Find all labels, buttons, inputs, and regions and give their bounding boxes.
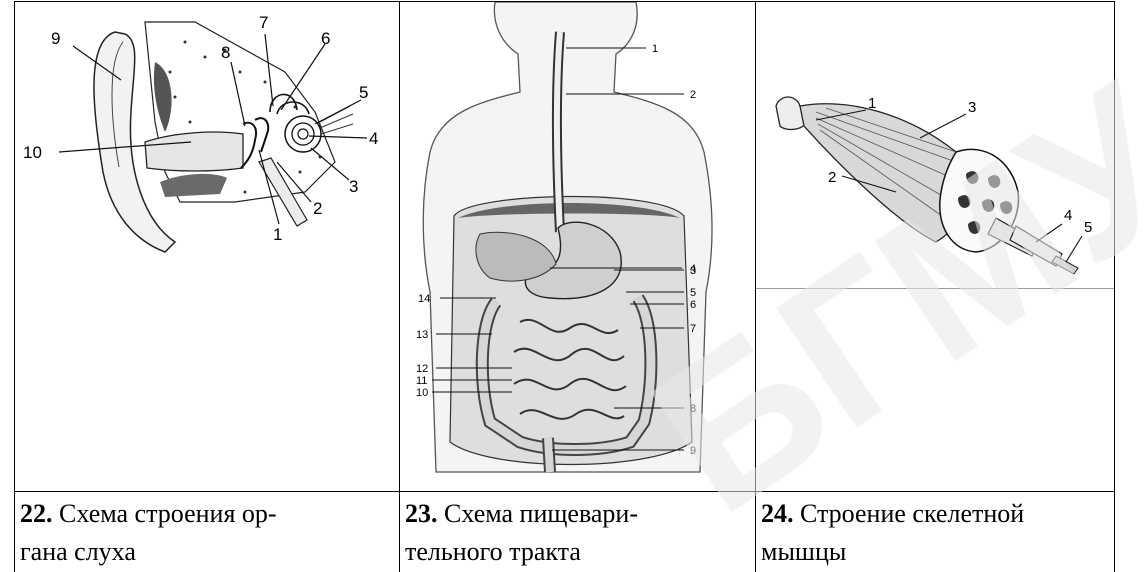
ear-label-7: 7 xyxy=(259,13,268,32)
figure-caption-22: 22. Схема строения ор- гана слуха xyxy=(15,492,399,571)
digestive-label-5: 5 xyxy=(690,287,696,299)
digestive-figure-cell: 1 2 3 4 5 6 7 8 9 14 13 12 11 10 xyxy=(400,2,756,492)
figure-number-23: 23. xyxy=(405,499,438,528)
caption-cell-22: 22. Схема строения ор- гана слуха xyxy=(15,492,400,572)
digestive-label-13: 13 xyxy=(416,329,428,341)
muscle-label-3: 3 xyxy=(968,99,976,116)
caption-cell-24: 24. Строение скелетной мышцы xyxy=(756,492,1115,572)
figure-caption-23: 23. Схема пищевари- тельного тракта xyxy=(400,492,755,571)
ear-label-3: 3 xyxy=(349,177,358,196)
ear-label-2: 2 xyxy=(313,199,322,218)
cell-divider-line xyxy=(756,288,1114,289)
muscle-diagram: 1 3 2 4 5 xyxy=(756,2,1114,288)
ear-label-4: 4 xyxy=(369,129,378,148)
ear-label-8: 8 xyxy=(221,43,230,62)
figure-number-24: 24. xyxy=(761,499,794,528)
digestive-label-9: 9 xyxy=(690,445,696,457)
caption-22-line2: гана слуха xyxy=(20,537,136,566)
muscle-label-5: 5 xyxy=(1084,219,1092,236)
muscle-label-4: 4 xyxy=(1064,207,1072,224)
muscle-label-2: 2 xyxy=(828,169,836,186)
caption-cell-23: 23. Схема пищевари- тельного тракта xyxy=(400,492,756,572)
digestive-label-10: 10 xyxy=(416,387,428,399)
figure-number-22: 22. xyxy=(20,499,53,528)
figure-caption-24: 24. Строение скелетной мышцы xyxy=(756,492,1114,571)
digestive-label-12: 12 xyxy=(416,363,428,375)
digestive-label-1: 1 xyxy=(652,43,658,55)
digestive-label-6: 6 xyxy=(690,299,696,311)
digestive-label-11: 11 xyxy=(416,375,427,387)
muscle-label-1: 1 xyxy=(868,95,876,112)
digestive-label-8: 8 xyxy=(690,403,696,415)
ear-diagram: 9 10 8 7 6 5 4 3 2 1 xyxy=(15,2,399,486)
muscle-figure-cell: 1 3 2 4 5 xyxy=(756,2,1115,492)
captions-row: 22. Схема строения ор- гана слуха 23. Сх… xyxy=(15,492,1115,572)
figures-row: 9 10 8 7 6 5 4 3 2 1 xyxy=(15,2,1115,492)
ear-figure-cell: 9 10 8 7 6 5 4 3 2 1 xyxy=(15,2,400,492)
caption-23-line1: Схема пищевари- xyxy=(444,499,638,528)
digestive-label-2: 2 xyxy=(690,89,696,101)
digestive-label-4: 4 xyxy=(690,263,696,275)
ear-label-9: 9 xyxy=(51,29,60,48)
caption-24-line1: Строение скелетной xyxy=(800,499,1024,528)
digestive-label-14: 14 xyxy=(418,293,430,305)
caption-24-line2: мышцы xyxy=(761,537,846,566)
ear-label-10: 10 xyxy=(23,143,42,162)
caption-22-line1: Схема строения ор- xyxy=(59,499,277,528)
digestive-diagram: 1 2 3 4 5 6 7 8 9 14 13 12 11 10 xyxy=(400,2,755,486)
ear-label-5: 5 xyxy=(359,83,368,102)
ear-label-6: 6 xyxy=(321,29,330,48)
caption-23-line2: тельного тракта xyxy=(405,537,581,566)
digestive-label-7: 7 xyxy=(690,323,696,335)
figures-table: 9 10 8 7 6 5 4 3 2 1 xyxy=(14,1,1115,572)
ear-label-1: 1 xyxy=(273,225,282,244)
